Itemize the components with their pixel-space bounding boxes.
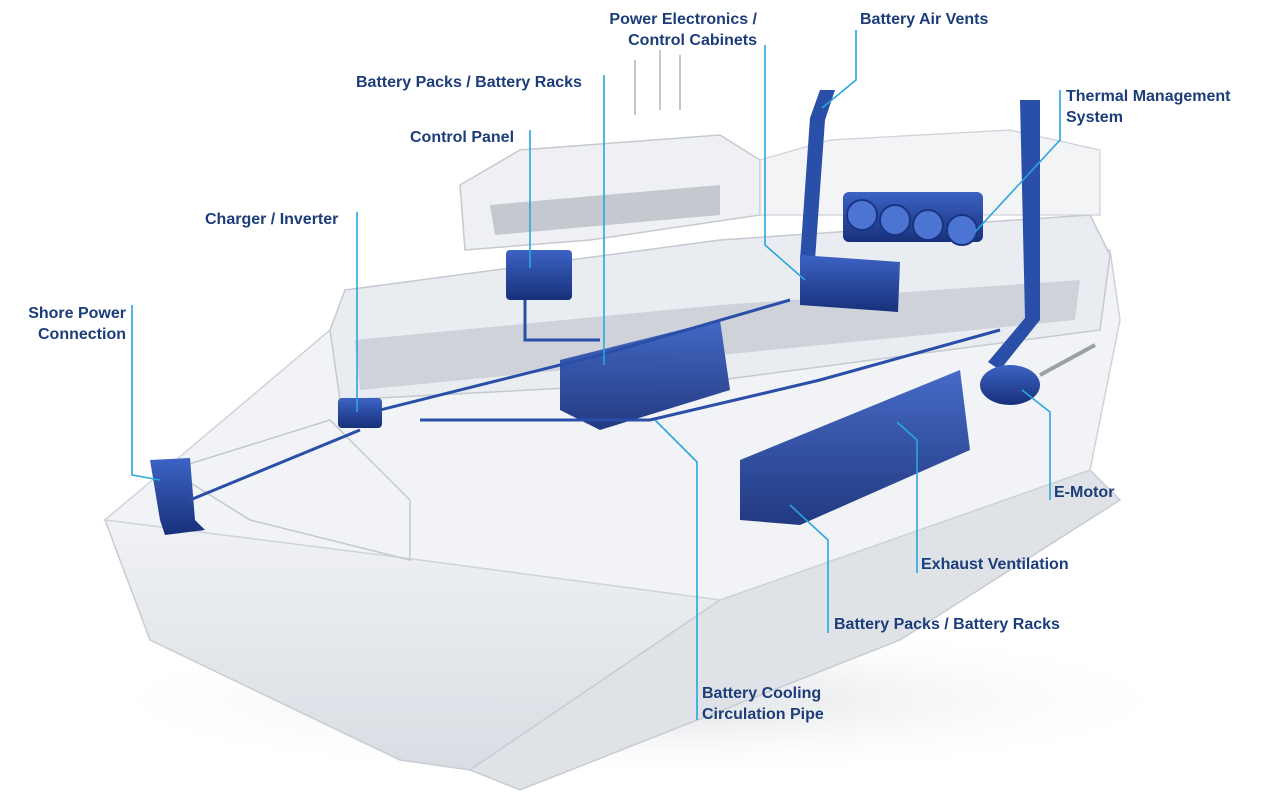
- control-panel-unit: [506, 250, 572, 300]
- charger-unit: [338, 398, 382, 428]
- cooling-pipe-vertical: [523, 300, 600, 342]
- cooling-pipe-main: [379, 298, 1001, 422]
- leader-shore-power: [131, 305, 161, 481]
- leader-battery-cooling: [654, 419, 698, 720]
- label-control-panel: Control Panel: [410, 129, 515, 146]
- shore-power-unit: [150, 458, 205, 535]
- control-cabinets: [800, 255, 900, 312]
- label-thermal-management-line1: Thermal Management: [1066, 88, 1231, 105]
- leader-power-electronics: [764, 45, 806, 281]
- leader-e-motor: [1021, 389, 1051, 500]
- label-exhaust-ventilation: Exhaust Ventilation: [921, 556, 1069, 573]
- e-motor-unit: [980, 365, 1040, 405]
- label-battery-air-vents: Battery Air Vents: [860, 11, 989, 28]
- label-power-electronics-line1: Power Electronics /: [609, 11, 757, 28]
- label-battery-cooling: Battery Cooling Circulation Pipe: [702, 683, 824, 725]
- vent-pipe-right: [988, 100, 1040, 370]
- leader-air-vents: [821, 30, 857, 109]
- propeller-shaft: [1039, 343, 1096, 377]
- leader-lines: [131, 30, 1061, 720]
- label-shore-power-line1: Shore Power: [28, 305, 126, 322]
- bow-railing: [168, 419, 411, 561]
- leader-exhaust-ventilation: [896, 421, 918, 573]
- battery-racks-top: [560, 320, 730, 430]
- thermal-fans: [843, 192, 983, 246]
- label-power-electronics-line2: Control Cabinets: [628, 32, 757, 49]
- battery-racks-bottom: [740, 370, 970, 525]
- leader-battery-packs-bottom: [789, 504, 829, 633]
- label-battery-packs-top: Battery Packs / Battery Racks: [356, 74, 582, 91]
- wheelhouse-windows: [490, 185, 720, 235]
- label-shore-power-line2: Connection: [38, 326, 126, 343]
- cooling-pipe-shore: [189, 428, 361, 502]
- label-power-electronics: Power Electronics / Control Cabinets: [560, 9, 757, 51]
- vent-pipe-left: [800, 90, 835, 260]
- label-battery-cooling-line2: Circulation Pipe: [702, 706, 824, 723]
- label-charger-inverter: Charger / Inverter: [205, 211, 339, 228]
- label-thermal-management-line2: System: [1066, 109, 1123, 126]
- label-e-motor: E-Motor: [1054, 484, 1115, 501]
- leader-thermal-management: [974, 90, 1061, 233]
- label-battery-packs-bottom: Battery Packs / Battery Racks: [834, 616, 1060, 633]
- label-shore-power: Shore Power Connection: [14, 303, 126, 345]
- label-thermal-management: Thermal Management System: [1066, 86, 1230, 128]
- label-battery-cooling-line1: Battery Cooling: [702, 685, 822, 702]
